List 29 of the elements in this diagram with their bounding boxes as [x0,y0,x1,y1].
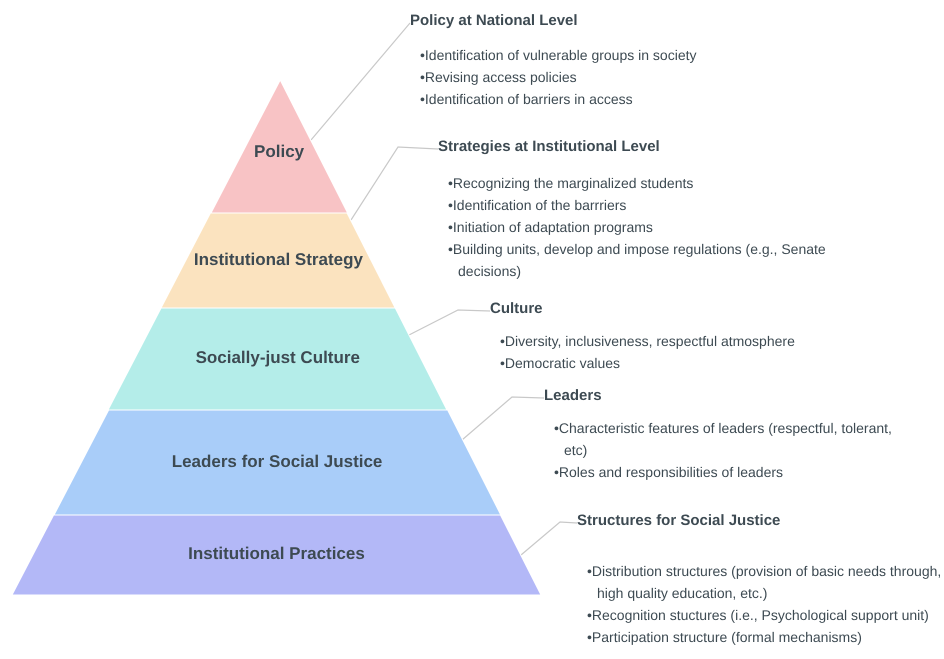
leader-line [310,22,410,140]
bullet-item: •Building units, develop and impose regulations (e.g., Senate decisions) [448,240,827,281]
callout-heading: Culture [490,300,542,317]
tier-label: Policy [253,142,306,162]
leader-line [408,309,490,336]
bullet-item: •Recognizing the marginalized students [448,174,694,193]
bullet-item: •Diversity, inclusiveness, respectful atmosphere [500,332,796,351]
tier-label: Institutional Strategy [192,250,364,270]
tier-label: Leaders for Social Justice [170,452,384,472]
callout-heading: Leaders [544,387,602,404]
callout-heading: Strategies at Institutional Level [438,138,660,155]
bullet-item: •Roles and responsibilities of leaders [554,463,784,482]
bullet-item: •Characteristic features of leaders (respectful, tolerant, etc) [554,419,893,460]
bullet-item: •Recognition stuctures (i.e., Psychological support unit) [587,606,930,625]
bullet-item: •Initiation of adaptation programs [448,218,654,237]
leader-line [350,146,438,220]
callout-heading: Policy at National Level [410,12,578,29]
callout-heading: Structures for Social Justice [577,512,780,529]
bullet-item: •Democratic values [500,354,622,373]
bullet-item: •Identification of vulnerable groups in society [420,46,698,65]
tier-label: Socially-just Culture [194,348,361,368]
tier-label: Institutional Practices [187,544,366,564]
bullet-item: •Identification of the barrriers [448,196,628,215]
leader-line [462,396,544,440]
bullet-item: •Distribution structures (provision of basic needs through, high quality education, etc.) [587,562,942,603]
bullet-item: •Revising access policies [420,68,578,87]
bullet-item: •Identification of barriers in access [420,90,634,109]
leader-line [520,521,578,556]
bullet-item: •Participation structure (formal mechanisms) [587,628,863,647]
